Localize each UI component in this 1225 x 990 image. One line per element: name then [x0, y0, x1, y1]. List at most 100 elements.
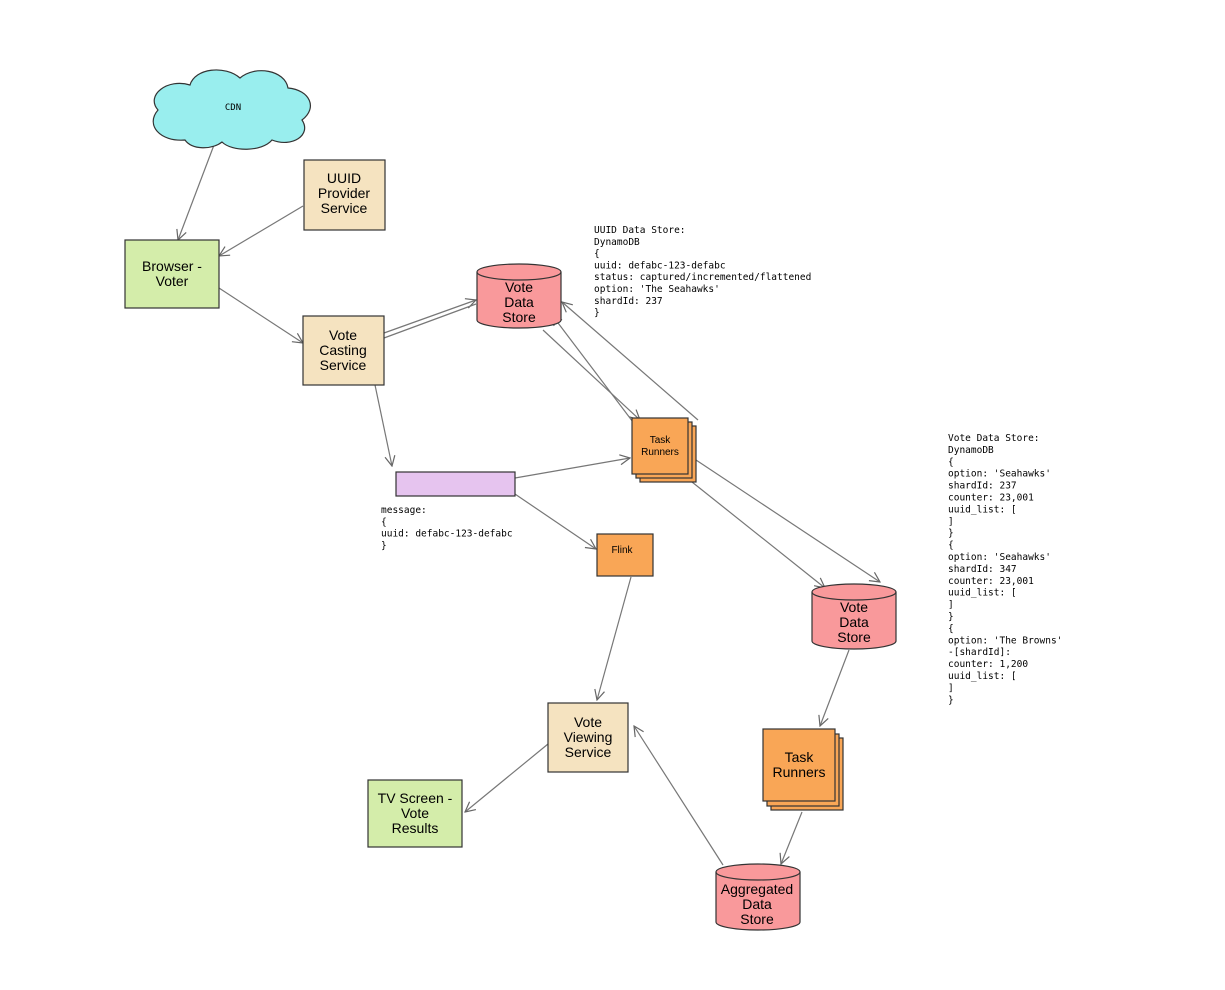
- vote-store-1-label-line-2: Data: [504, 294, 534, 310]
- flink-node[interactable]: Flink: [596, 533, 654, 577]
- uuid-provider-label-line-2: Provider: [318, 185, 370, 201]
- vote-data-store-note-line: }: [948, 695, 954, 706]
- vote-viewing-label-line-2: Viewing: [564, 729, 613, 745]
- uuid-provider-service-box: [303, 159, 386, 231]
- task-runners-2-label-line-2: Runners: [773, 764, 826, 780]
- uuid-data-store-note-line: DynamoDB: [594, 237, 640, 248]
- edge-uuid-provider-to-browser: [219, 205, 304, 256]
- aggregated-store-label-line-1: Aggregated: [721, 881, 793, 897]
- vote-viewing-service-node[interactable]: Vote Viewing Service: [547, 702, 629, 773]
- vote-data-store-node-2[interactable]: Vote Data Store: [811, 583, 897, 650]
- vote-viewing-label-line-3: Service: [565, 744, 612, 760]
- uuid-data-store-note-line: shardId: 237: [594, 296, 663, 307]
- tv-screen-label-line-1: TV Screen -: [378, 790, 453, 806]
- vote-data-store-note-line: ]: [948, 683, 954, 694]
- uuid-data-store-note-line: UUID Data Store:: [594, 225, 686, 236]
- vote-data-store-note-line: counter: 23,001: [948, 493, 1034, 504]
- tv-screen-box: [367, 779, 463, 848]
- vote-data-store-note-line: uuid_list: [: [948, 671, 1017, 682]
- cdn-label: CDN: [225, 103, 241, 113]
- uuid-provider-service-node[interactable]: UUID Provider Service: [303, 159, 386, 231]
- edge-task-runners-2-to-aggregated-store: [781, 811, 803, 864]
- cdn-cloud-icon: [152, 69, 311, 150]
- edge-aggregated-store-to-vote-viewing: [634, 726, 724, 866]
- message-queue-box: [395, 471, 516, 497]
- aggregated-data-store-cylinder-icon: [715, 863, 801, 931]
- edge-browser-to-vote-casting: [218, 287, 303, 343]
- edge-task-runners-to-vote-store-2-a: [695, 459, 880, 582]
- tv-screen-node[interactable]: TV Screen - Vote Results: [367, 779, 463, 848]
- message-note-line: uuid: defabc-123-defabc: [381, 529, 513, 540]
- edge-vote-store-2-to-task-runners-2: [820, 649, 850, 726]
- vote-data-store-note-line: option: 'The Browns': [948, 635, 1062, 646]
- message-queue-node[interactable]: [395, 471, 516, 497]
- vote-data-store-note-line: }: [948, 528, 954, 539]
- vote-data-store-note-line: shardId: 347: [948, 564, 1017, 575]
- edge-vote-viewing-to-tv-screen: [465, 743, 549, 812]
- uuid-data-store-note-line: status: captured/incremented/flattened: [594, 272, 811, 283]
- aggregated-store-label-line-2: Data: [742, 896, 772, 912]
- vote-data-store-note-line: option: 'Seahawks': [948, 469, 1051, 480]
- vote-store-2-label-line-1: Vote: [840, 599, 868, 615]
- vote-casting-label-line-2: Casting: [319, 342, 366, 358]
- cdn-node[interactable]: CDN: [152, 69, 311, 150]
- aggregated-data-store-node[interactable]: Aggregated Data Store: [715, 863, 801, 931]
- browser-label-line-2: Voter: [156, 273, 189, 289]
- vote-data-store-note-line: DynamoDB: [948, 445, 994, 456]
- uuid-provider-label-line-1: UUID: [327, 170, 361, 186]
- task-runners-1-stack-front: [631, 417, 689, 475]
- edge-cdn-to-browser: [178, 144, 215, 240]
- vote-data-store-note-line: -[shardId]:: [948, 647, 1011, 658]
- vote-data-store-note-line: counter: 1,200: [948, 659, 1028, 670]
- task-runners-2-label-line-1: Task: [785, 749, 815, 765]
- edge-task-runners-to-vote-store-2-b: [691, 481, 825, 588]
- edge-vote-casting-to-vote-store-b: [383, 303, 477, 339]
- browser-label-line-1: Browser -: [142, 258, 202, 274]
- edge-queue-to-task-runners: [514, 458, 630, 479]
- uuid-data-store-note-line: option: 'The Seahawks': [594, 284, 720, 295]
- flink-label: Flink: [611, 545, 633, 556]
- vote-casting-label-line-1: Vote: [329, 327, 357, 343]
- vote-data-store-note-line: {: [948, 540, 954, 551]
- vote-data-store-1-cylinder-icon: [476, 263, 562, 329]
- message-note-line: {: [381, 517, 387, 528]
- message-note-line: }: [381, 540, 387, 551]
- task-runners-1-label-line-1: Task: [650, 435, 672, 446]
- vote-data-store-2-cylinder-icon: [811, 583, 897, 650]
- edges: [178, 144, 880, 866]
- vote-viewing-service-box: [547, 702, 629, 773]
- browser-voter-node[interactable]: Browser - Voter: [124, 239, 220, 309]
- edge-vote-store-to-task-runners: [542, 329, 640, 420]
- vote-data-store-node-1[interactable]: Vote Data Store: [476, 263, 562, 329]
- vote-data-store-note-line: ]: [948, 600, 954, 611]
- vote-data-store-note-line: uuid_list: [: [948, 588, 1017, 599]
- edge-task-runners-back-to-vote-store: [562, 302, 699, 421]
- edge-flink-to-vote-viewing: [597, 576, 632, 700]
- vote-data-store-note-line: }: [948, 612, 954, 623]
- vote-data-store-note-line: shardId: 237: [948, 481, 1017, 492]
- vote-data-store-note-line: {: [948, 623, 954, 634]
- edge-task-runners-to-vote-store: [552, 315, 637, 427]
- vote-store-1-label-line-1: Vote: [505, 279, 533, 295]
- vote-data-store-1-cylinder-top: [476, 271, 562, 281]
- vote-casting-service-box: [302, 315, 385, 386]
- uuid-data-store-note-line: {: [594, 249, 600, 260]
- uuid-data-store-note-line: uuid: defabc-123-defabc: [594, 260, 726, 271]
- vote-casting-service-node[interactable]: Vote Casting Service: [302, 315, 385, 386]
- vote-data-store-note-line: option: 'Seahawks': [948, 552, 1051, 563]
- vote-data-store-note-line: ]: [948, 516, 954, 527]
- tv-screen-label-line-3: Results: [392, 820, 439, 836]
- task-runners-node-2[interactable]: Task Runners: [762, 728, 844, 811]
- vote-data-store-note-line: counter: 23,001: [948, 576, 1034, 587]
- edge-vote-casting-to-vote-store-a: [383, 300, 476, 334]
- message-note: message:{ uuid: defabc-123-defabc}: [381, 505, 513, 551]
- aggregated-store-label-line-3: Store: [740, 911, 774, 927]
- vote-data-store-2-cylinder-top: [811, 591, 897, 601]
- task-runners-node-1[interactable]: Task Runners: [631, 417, 697, 483]
- task-runners-2-stack-front: [762, 728, 836, 802]
- vote-data-store-note-line: Vote Data Store:: [948, 433, 1040, 444]
- task-runners-1-label-line-2: Runners: [641, 447, 679, 458]
- vote-casting-label-line-3: Service: [320, 357, 367, 373]
- vote-viewing-label-line-1: Vote: [574, 714, 602, 730]
